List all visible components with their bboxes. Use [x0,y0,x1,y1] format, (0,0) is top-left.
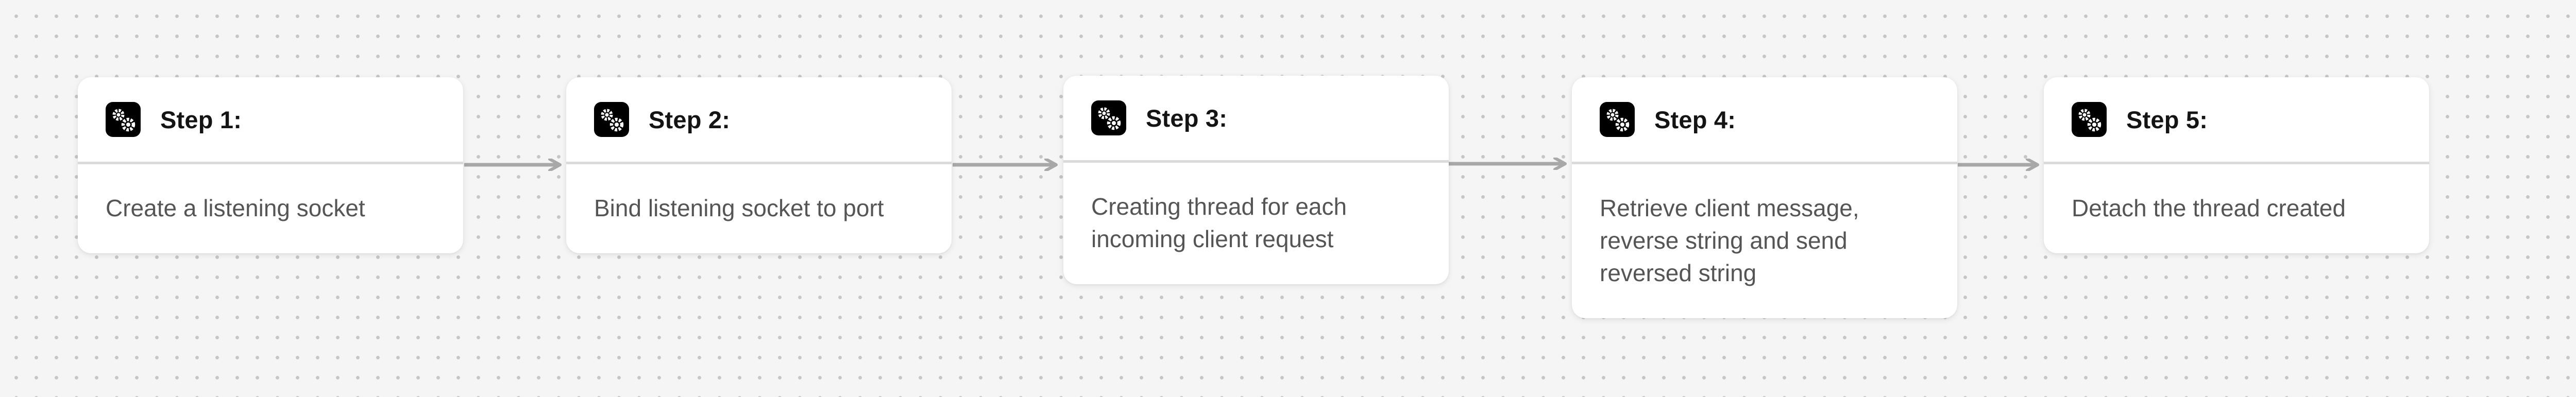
connector-arrow-1-2 [464,159,566,171]
step-description: Creating thread for each incoming client… [1091,193,1347,252]
step-card-header: Step 2: [566,77,952,164]
step-description: Retrieve client message, reverse string … [1600,195,1859,286]
step-description: Create a listening socket [106,195,365,221]
connector-arrow-4-5 [1958,159,2044,171]
step-card-5[interactable]: Step 5: Detach the thread created [2044,77,2429,253]
connector-arrow-3-4 [1449,158,1571,170]
gear-icon [2072,102,2107,137]
gear-icon [1600,102,1635,137]
step-card-2[interactable]: Step 2: Bind listening socket to port [566,77,952,253]
gear-icon [1091,100,1126,135]
step-card-1[interactable]: Step 1: Create a listening socket [78,77,463,253]
step-card-3[interactable]: Step 3: Creating thread for each incomin… [1063,76,1449,284]
gear-icon [106,102,141,137]
step-description: Detach the thread created [2072,195,2346,221]
step-card-header: Step 3: [1063,76,1449,163]
step-title: Step 3: [1146,104,1228,132]
step-title: Step 1: [160,106,242,133]
step-card-4[interactable]: Step 4: Retrieve client message, reverse… [1572,77,1957,318]
step-title: Step 4: [1654,106,1736,133]
gear-icon [594,102,629,137]
step-description: Bind listening socket to port [594,195,884,221]
step-title: Step 5: [2126,106,2208,133]
step-card-header: Step 5: [2044,77,2429,164]
step-title: Step 2: [649,106,731,133]
connector-arrow-2-3 [953,159,1062,171]
step-card-header: Step 1: [78,77,463,164]
step-card-header: Step 4: [1572,77,1957,164]
